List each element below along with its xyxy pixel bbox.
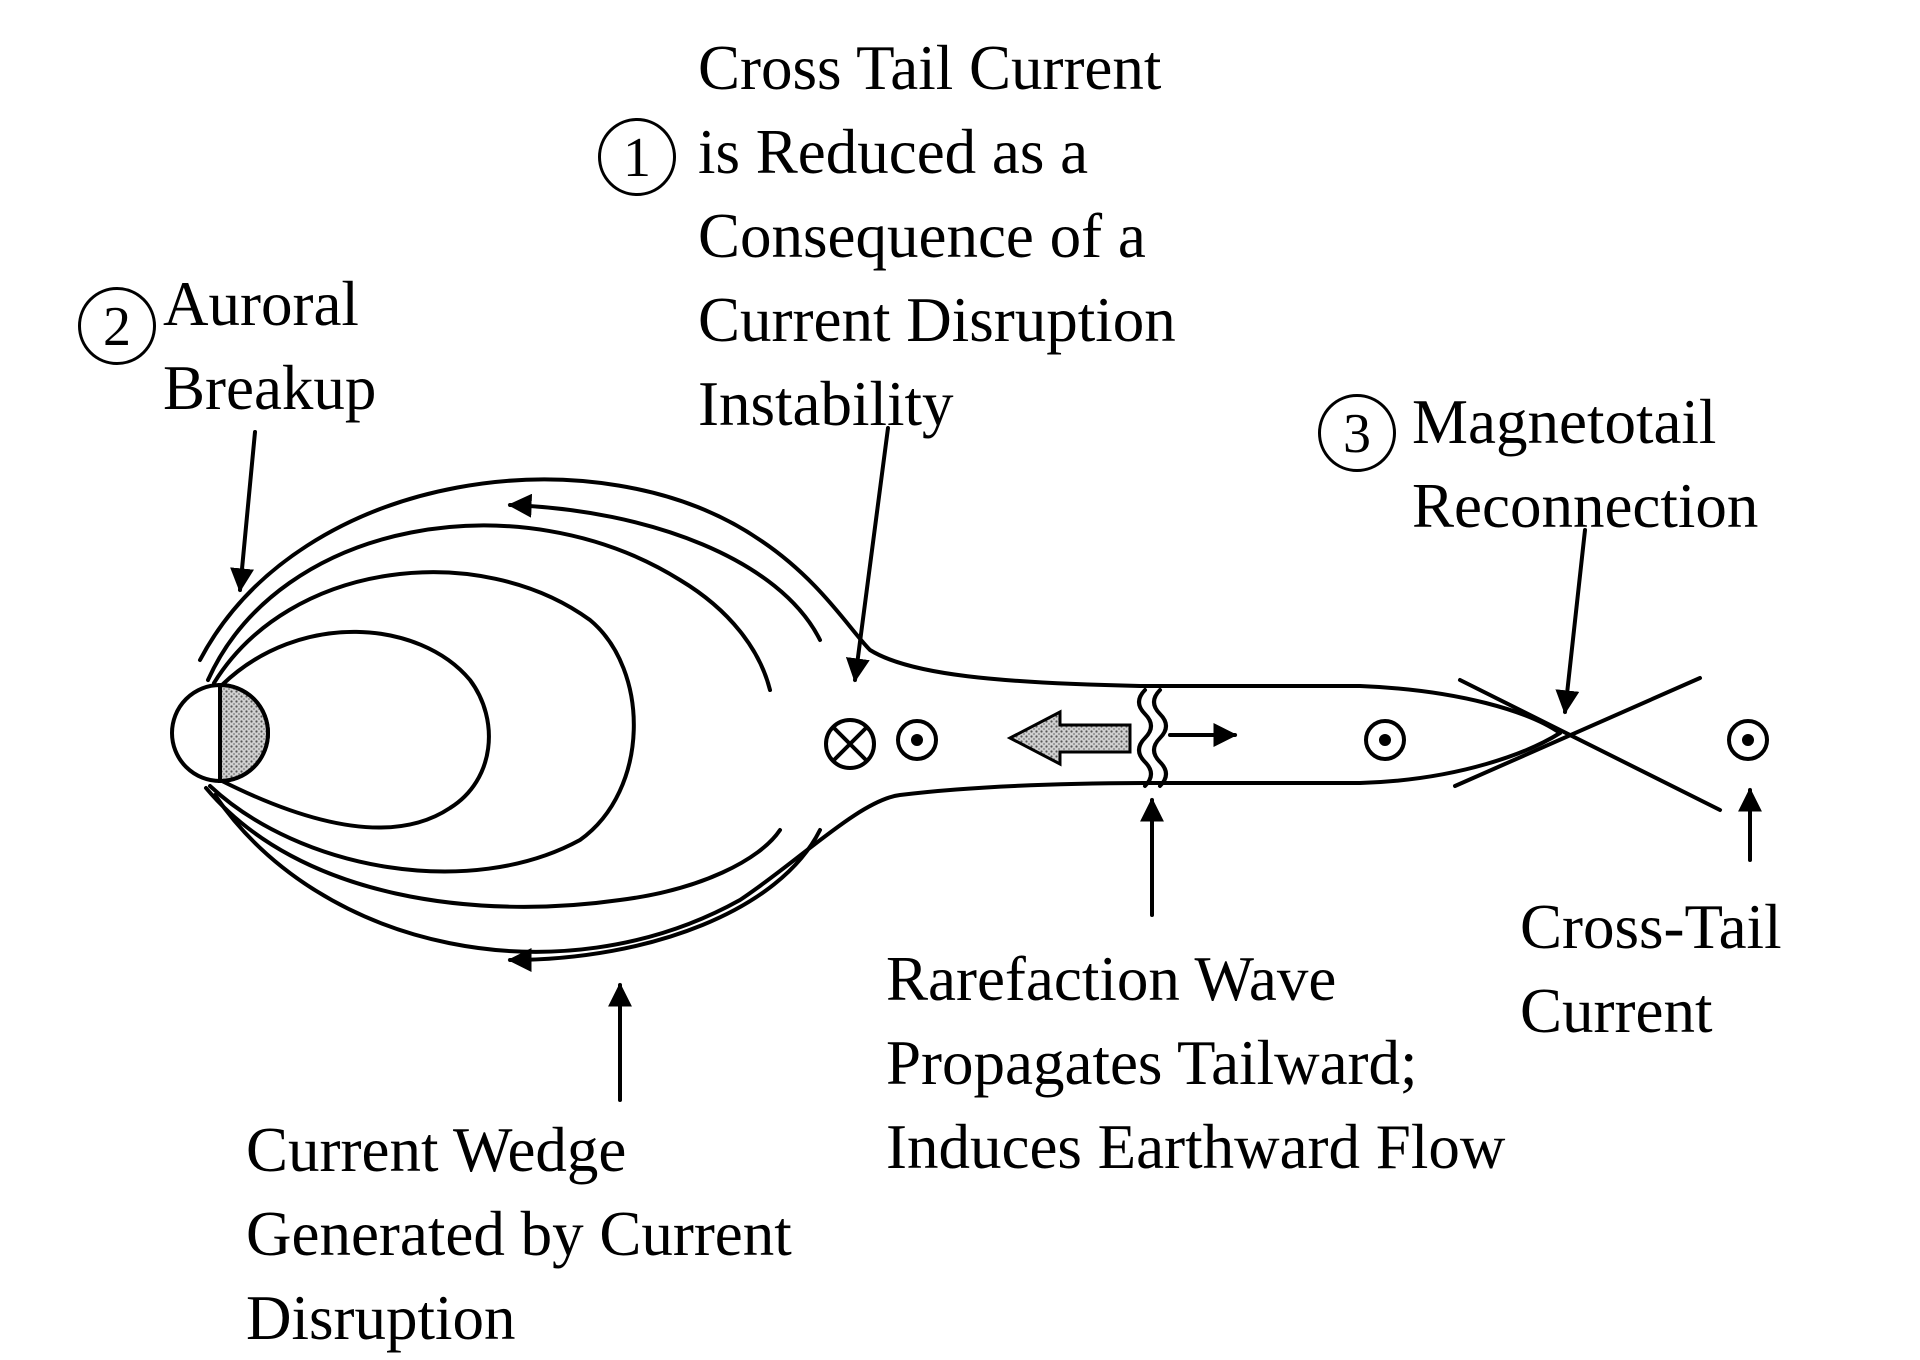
earthward-flow-arrow <box>1006 709 1132 767</box>
tail-boundary-lower <box>213 731 1562 954</box>
current-wedge-arrow-bottom <box>507 828 822 972</box>
step-1-number-badge: 1 <box>598 118 676 196</box>
tail-boundary-upper <box>198 477 1562 735</box>
field-line-inner <box>220 629 491 830</box>
rarefaction-wave-label-line: Propagates Tailward; <box>886 1028 1418 1098</box>
current-wedge-label-line: Generated by Current <box>246 1199 792 1269</box>
circle-dot-icon <box>896 719 938 761</box>
current-wedge-label: Current Wedge Generated by Current Disru… <box>246 1108 792 1360</box>
rarefaction-wave-front-2 <box>1152 688 1168 788</box>
step-3-label: Magnetotail Reconnection <box>1412 380 1758 548</box>
field-line-outer <box>206 523 772 692</box>
step-3-number-badge: 3 <box>1318 394 1396 472</box>
auroral-breakup-pointer-arrow <box>230 430 257 593</box>
field-line-middle <box>208 570 636 874</box>
cross-tail-current-label-line: Cross-Tail <box>1520 892 1782 962</box>
step-1-label-line: Current Disruption <box>698 285 1176 355</box>
step-2-label-line: Auroral <box>163 269 359 339</box>
step-3-label-line: Magnetotail <box>1412 387 1717 457</box>
step-1-label-line: Instability <box>698 369 954 439</box>
field-line-outer-lower <box>204 786 782 909</box>
cross-tail-current-label-line: Current <box>1520 976 1713 1046</box>
current-wedge-arrow-top <box>507 493 822 642</box>
step-1-label-line: Consequence of a <box>698 201 1146 271</box>
step-2-number-badge: 2 <box>78 287 156 365</box>
step-1-label: Cross Tail Current is Reduced as a Conse… <box>698 26 1176 446</box>
cross-tail-current-pointer-arrow <box>845 426 890 683</box>
step-2-label: Auroral Breakup <box>163 262 376 430</box>
rarefaction-wave-label: Rarefaction Wave Propagates Tailward; In… <box>886 937 1505 1189</box>
step-1-label-line: Cross Tail Current <box>698 33 1162 103</box>
current-wedge-label-line: Disruption <box>246 1283 516 1353</box>
step-1-label-line: is Reduced as a <box>698 117 1089 187</box>
reconnection-pointer-arrow <box>1555 528 1587 715</box>
step-2-label-line: Breakup <box>163 353 377 423</box>
circle-dot-icon <box>1727 719 1769 761</box>
circle-dot-icon <box>1364 719 1406 761</box>
reconnection-x-line-1 <box>1453 676 1702 788</box>
circle-x-icon <box>824 718 876 770</box>
rarefaction-wave-label-line: Induces Earthward Flow <box>886 1112 1506 1182</box>
rarefaction-wave-front-1 <box>1137 688 1153 788</box>
current-wedge-label-line: Current Wedge <box>246 1115 627 1185</box>
step-3-label-line: Reconnection <box>1412 471 1759 541</box>
cross-tail-current-label: Cross-Tail Current <box>1520 885 1782 1053</box>
earth-icon <box>170 682 270 784</box>
reconnection-x-line-2 <box>1458 678 1722 812</box>
rarefaction-wave-label-line: Rarefaction Wave <box>886 944 1337 1014</box>
